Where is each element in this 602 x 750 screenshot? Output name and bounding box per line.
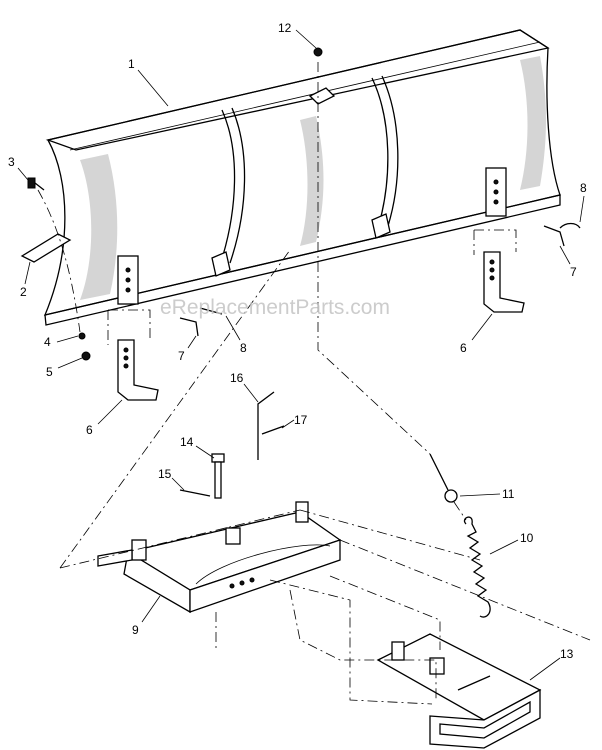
- skid-shoe-part-6-left: [117, 339, 159, 401]
- callout-6-left: 6: [86, 423, 93, 437]
- callout-6-right: 6: [460, 341, 467, 355]
- callout-14: 14: [180, 435, 194, 449]
- pin-part-7-right: [543, 225, 565, 247]
- callout-17: 17: [294, 413, 308, 427]
- callout-9: 9: [132, 623, 139, 637]
- plow-blade: [43, 29, 561, 326]
- leader-lines: [17, 29, 585, 681]
- callout-7-right: 7: [570, 265, 577, 279]
- washer-part-4: [78, 332, 86, 340]
- callout-3: 3: [8, 155, 15, 169]
- clip-part-8-left: [199, 307, 223, 315]
- receiver-mount-part-13: [376, 633, 542, 749]
- callout-labels: 1 2 3 4 5 6 6 7 7 8 8 9 10 11 12 13 14 1…: [8, 21, 587, 661]
- callout-2: 2: [20, 285, 27, 299]
- callout-12: 12: [278, 21, 292, 35]
- lift-pin-part-16: [257, 391, 275, 460]
- eye-bolt-part-11: [429, 453, 458, 503]
- bolt-part-3: [27, 177, 45, 191]
- callout-7-left: 7: [178, 349, 185, 363]
- callout-4: 4: [44, 335, 51, 349]
- end-bracket-part-2: [20, 233, 72, 263]
- skid-shoe-part-6-right: [483, 251, 525, 313]
- callout-1: 1: [128, 57, 135, 71]
- nut-part-5: [81, 351, 91, 361]
- callout-11: 11: [502, 487, 515, 501]
- nut-part-12: [313, 47, 323, 57]
- clip-part-17: [261, 425, 285, 435]
- callout-5: 5: [46, 365, 53, 379]
- callout-8-right: 8: [580, 181, 587, 195]
- spring-part-10: [463, 516, 491, 618]
- callout-16: 16: [230, 371, 244, 385]
- pin-part-14: [211, 453, 225, 499]
- pin-part-7-left: [179, 317, 199, 337]
- callout-10: 10: [520, 531, 534, 545]
- cotter-part-15: [179, 489, 211, 497]
- clip-part-8-right: [559, 222, 581, 229]
- push-frame-part-9: [97, 501, 342, 614]
- callout-8-left: 8: [240, 341, 247, 355]
- callout-13: 13: [560, 647, 574, 661]
- callout-15: 15: [158, 467, 172, 481]
